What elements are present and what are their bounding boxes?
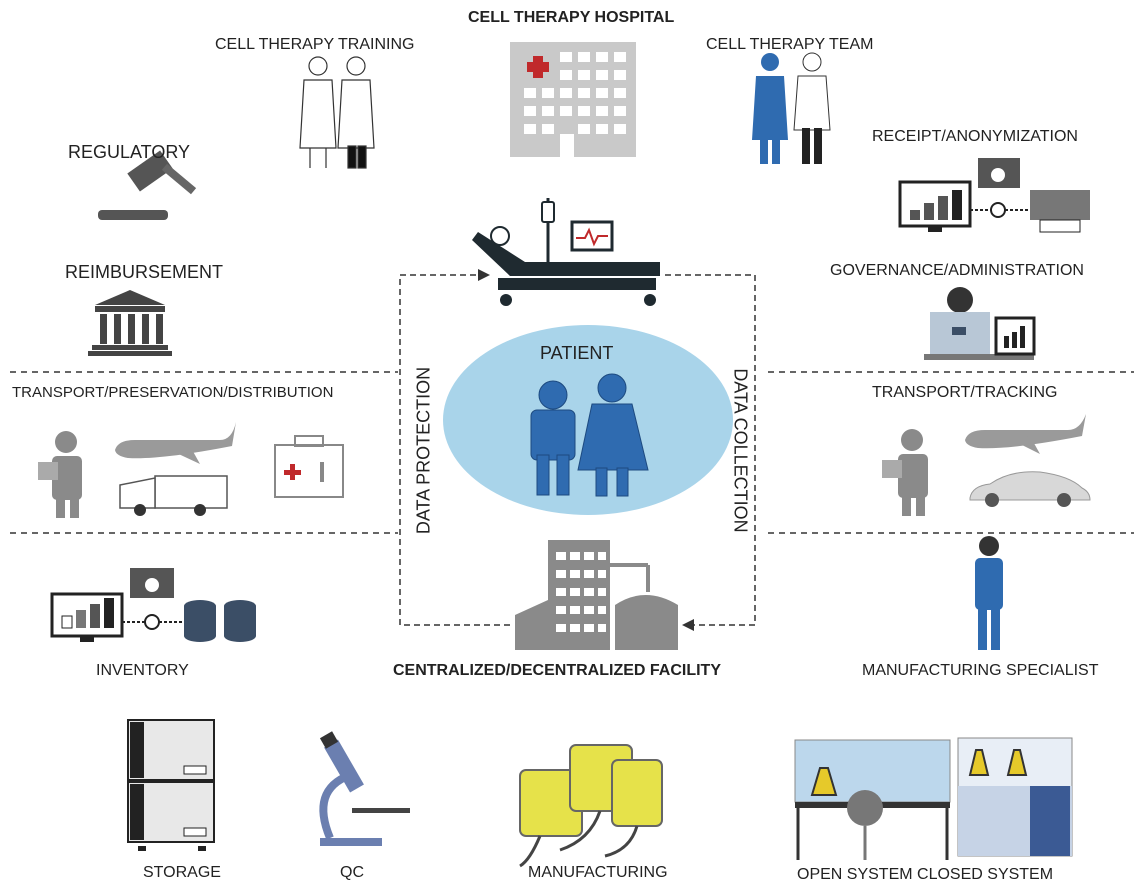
truck-icon <box>119 475 228 516</box>
data-collection-label: DATA COLLECTION <box>730 368 751 533</box>
reimbursement-building-icon <box>88 290 172 356</box>
patient-bed-icon <box>472 198 660 306</box>
transport-label: TRANSPORT/PRESERVATION/DISTRIBUTION <box>12 384 334 401</box>
car-icon <box>969 471 1091 507</box>
courier-icon <box>38 431 82 518</box>
receipt-label: RECEIPT/ANONYMIZATION <box>872 128 1078 145</box>
hospital-title: CELL THERAPY HOSPITAL <box>468 9 675 26</box>
tracking-label: TRANSPORT/TRACKING <box>872 384 1058 401</box>
arrow-to-bed <box>478 269 490 281</box>
courier-right-icon <box>882 429 928 516</box>
storage-label: STORAGE <box>143 864 221 881</box>
cooler-box-icon <box>274 435 344 498</box>
patient-figures <box>530 373 649 497</box>
gavel-icon <box>98 150 197 220</box>
facility-icon <box>515 540 678 650</box>
data-protection-label: DATA PROTECTION <box>413 366 434 535</box>
regulatory-label: REGULATORY <box>68 142 191 162</box>
specialist-icon <box>975 536 1003 650</box>
patient-ellipse <box>443 325 733 515</box>
inventory-label: INVENTORY <box>96 662 189 679</box>
data-flow-loop <box>399 274 756 626</box>
manufacturing-bags-icon <box>519 744 663 868</box>
governance-laptop-icon <box>924 287 1036 360</box>
separators <box>10 371 1134 534</box>
team-label: CELL THERAPY TEAM <box>706 36 874 53</box>
microscope-icon <box>319 731 410 846</box>
storage-freezer-icon <box>127 719 215 851</box>
qc-label: QC <box>340 864 364 881</box>
arrow-to-facility <box>682 619 694 631</box>
facility-label: CENTRALIZED/DECENTRALIZED FACILITY <box>393 662 721 679</box>
patient-label: PATIENT <box>540 343 614 363</box>
specialist-label: MANUFACTURING SPECIALIST <box>862 662 1099 679</box>
receipt-network-icon <box>898 158 1090 233</box>
airplane-right-icon <box>965 414 1086 454</box>
training-people-icon <box>299 56 375 169</box>
manufacturing-label: MANUFACTURING <box>528 864 668 881</box>
open-system-icon <box>794 739 951 860</box>
airplane-icon <box>115 422 236 464</box>
closed-system-icon <box>957 737 1073 857</box>
team-people-icon <box>752 52 831 164</box>
reimbursement-label: REIMBURSEMENT <box>65 262 224 282</box>
hospital-building-icon <box>510 42 636 157</box>
training-label: CELL THERAPY TRAINING <box>215 36 415 53</box>
inventory-network-icon <box>50 568 256 642</box>
governance-label: GOVERNANCE/ADMINISTRATION <box>830 262 1084 279</box>
open-closed-label: OPEN SYSTEM CLOSED SYSTEM <box>797 866 1054 883</box>
